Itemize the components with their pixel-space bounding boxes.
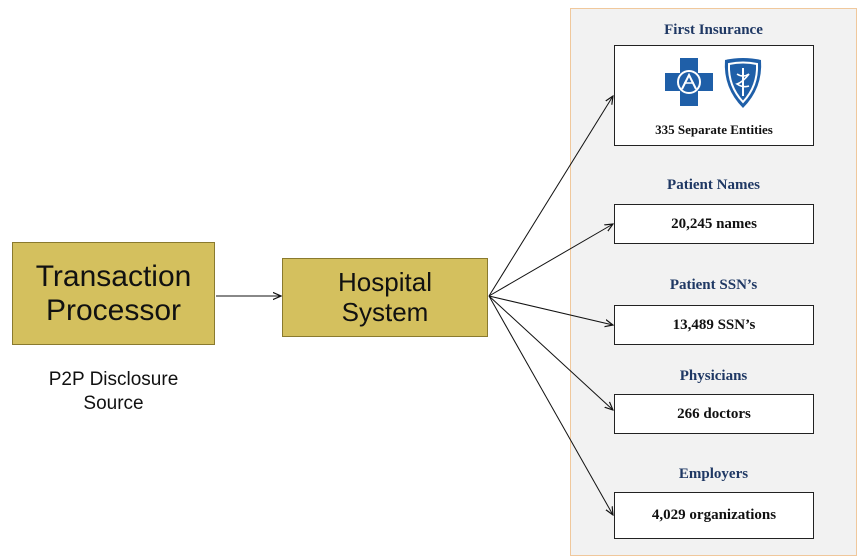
employers-box: 4,029 organizations bbox=[614, 492, 814, 539]
processor-label-line1: Transaction bbox=[35, 259, 192, 293]
names-value: 20,245 names bbox=[671, 215, 757, 232]
source-caption-line1: P2P Disclosure bbox=[48, 369, 179, 390]
hospital-label-line2: System bbox=[341, 296, 429, 327]
arrow-to-employers bbox=[488, 295, 613, 515]
category-title-names: Patient Names bbox=[667, 177, 760, 193]
arrow-to-names bbox=[488, 224, 613, 297]
arrow-to-insurance bbox=[488, 96, 613, 297]
arrow-to-physicians bbox=[488, 295, 613, 410]
employers-value: 4,029 organizations bbox=[651, 507, 777, 523]
source-caption-line2: Source bbox=[83, 392, 144, 414]
insurance-logos bbox=[615, 56, 813, 108]
category-title-physicians: Physicians bbox=[679, 368, 748, 384]
cross-logo-icon bbox=[665, 58, 713, 106]
insurance-box: 335 Separate Entities bbox=[614, 45, 814, 146]
processor-label-line2: Processor bbox=[45, 293, 182, 327]
insurance-value: 335 Separate Entities bbox=[655, 122, 773, 137]
ssn-value: 13,489 SSN’s bbox=[672, 316, 756, 333]
physicians-box: 266 doctors bbox=[614, 394, 814, 434]
hospital-label-line1: Hospital bbox=[338, 267, 432, 298]
shield-logo-icon bbox=[724, 58, 762, 108]
source-caption: P2P Disclosure Source bbox=[12, 368, 215, 416]
names-box: 20,245 names bbox=[614, 204, 814, 244]
physicians-value: 266 doctors bbox=[677, 405, 751, 422]
category-title-employers: Employers bbox=[678, 466, 749, 482]
hospital-system-node: Hospital System bbox=[282, 258, 488, 337]
arrow-to-ssn bbox=[488, 295, 613, 325]
category-title-ssn: Patient SSN’s bbox=[669, 277, 758, 293]
category-title-insurance: First Insurance bbox=[664, 22, 763, 38]
ssn-box: 13,489 SSN’s bbox=[614, 305, 814, 345]
transaction-processor-node: Transaction Processor bbox=[12, 242, 215, 345]
